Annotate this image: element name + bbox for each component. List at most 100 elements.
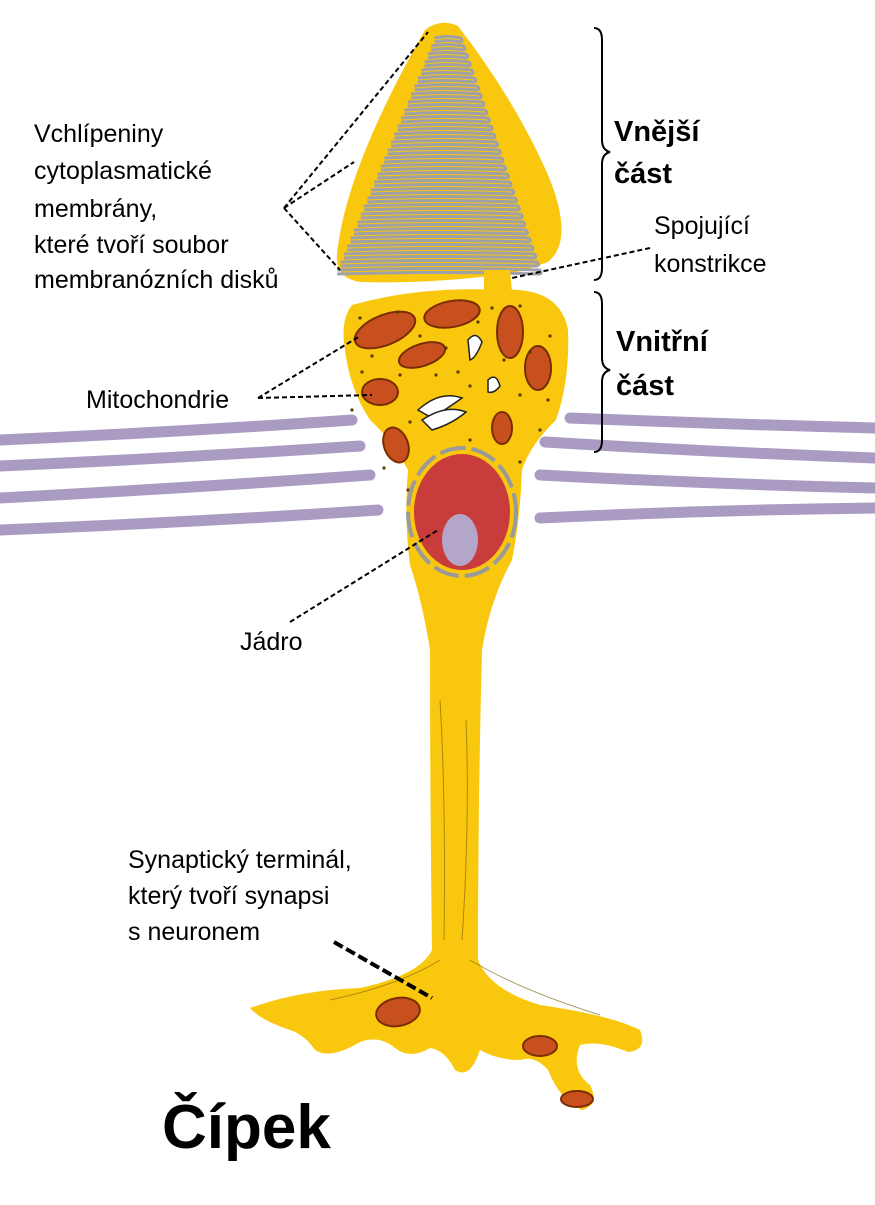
nucleus-label: Jádro <box>240 628 303 656</box>
membrane-disc <box>380 163 508 172</box>
synaptic-label-line1: Synaptický terminál, <box>128 846 352 874</box>
membrane-disc <box>343 251 538 260</box>
mitochondrion <box>560 1090 594 1108</box>
mitochondrion <box>491 411 513 445</box>
fiber-left-3 <box>0 469 376 504</box>
mitochondrion <box>382 426 410 464</box>
leader-lines <box>257 31 651 623</box>
membrane-disc <box>337 267 543 276</box>
membrane-disc <box>387 147 502 156</box>
leader-mito-2 <box>257 394 373 399</box>
membrane-disc <box>434 35 464 44</box>
granule <box>538 428 542 432</box>
invaginations-label-line5: membranózních disků <box>34 266 279 294</box>
granule <box>408 420 412 424</box>
membrane-disc <box>377 171 510 180</box>
leader-synaptic <box>333 940 433 1000</box>
membrane-disc <box>347 243 535 252</box>
connecting-label-line1: Spojující <box>654 212 750 240</box>
golgi-apparatus <box>416 334 501 431</box>
granule <box>476 320 480 324</box>
mitochondrion <box>353 310 417 350</box>
membrane-disc <box>390 139 500 148</box>
granule <box>358 316 362 320</box>
inner-segment-and-axon <box>250 289 643 1111</box>
synaptic-label-line3: s neuronem <box>128 918 261 946</box>
mitochondrion <box>524 345 552 391</box>
granule <box>548 334 552 338</box>
granules <box>350 304 552 492</box>
granule <box>370 354 374 358</box>
membrane-disc <box>417 75 478 84</box>
mitochondrion <box>423 299 481 329</box>
synaptic-label-line2: který tvoří synapsi <box>128 882 330 910</box>
granule <box>350 408 354 412</box>
granule <box>490 306 494 310</box>
fiber-right-3 <box>534 469 875 494</box>
fiber-right-1 <box>564 412 875 434</box>
leader-mito-1 <box>257 335 361 399</box>
fiber-left-4 <box>0 504 384 536</box>
connecting-cilium <box>484 270 512 292</box>
mitochondria-label: Mitochondrie <box>86 386 230 414</box>
mitochondria <box>353 299 594 1108</box>
granule <box>518 304 522 308</box>
granule <box>396 310 400 314</box>
membrane-disc <box>427 51 470 60</box>
invaginations-label-line4: které tvoří soubor <box>34 231 229 259</box>
invaginations-label-line1: Vchlípeniny <box>34 120 164 148</box>
membrane-disc <box>397 123 494 132</box>
granule <box>546 398 550 402</box>
membrane-disc <box>367 195 519 204</box>
membrane-disc <box>340 259 540 268</box>
inner-segment-label-line2: část <box>616 370 675 402</box>
membrane-disc <box>357 219 527 228</box>
leader-nucleus <box>289 529 439 623</box>
mitochondrion <box>496 305 524 359</box>
leader-invagination-bottom <box>283 207 341 271</box>
invaginations-label-line3: membrány, <box>34 195 158 223</box>
granule <box>456 370 460 374</box>
nucleolus <box>442 514 478 566</box>
leader-invagination-mid <box>283 161 355 209</box>
membrane-disc <box>414 83 481 92</box>
outer-segment-label-line1: Vnější <box>614 116 700 148</box>
granule <box>468 384 472 388</box>
fiber-right-2 <box>539 436 875 464</box>
fiber-left-2 <box>0 440 366 472</box>
granule <box>360 370 364 374</box>
membrane-disc <box>360 211 524 220</box>
granule <box>468 438 472 442</box>
diagram-title: Čípek <box>162 1093 331 1162</box>
granule <box>528 350 532 354</box>
mitochondrion <box>375 996 421 1028</box>
mitochondrion <box>522 1035 558 1057</box>
membrane-disc <box>424 59 472 68</box>
membrane-disc <box>374 179 513 188</box>
granule <box>406 488 410 492</box>
outer-segment-brace <box>593 27 611 281</box>
fiber-left-1 <box>0 414 358 446</box>
membrane-disc <box>431 43 467 52</box>
granule <box>398 373 402 377</box>
leader-invagination-top <box>283 31 429 209</box>
nuclear-envelope <box>406 446 518 578</box>
membrane-disc <box>384 155 505 164</box>
membrane-disc <box>364 203 521 212</box>
outer-segment-label-line2: část <box>614 158 673 190</box>
membrane-disc <box>370 187 516 196</box>
granule <box>444 346 448 350</box>
membrane-disc <box>353 227 529 236</box>
membrane-disc <box>350 235 532 244</box>
invaginations-label-line2: cytoplasmatické <box>34 157 212 185</box>
membrane-disc <box>394 131 497 140</box>
granule <box>518 460 522 464</box>
granule <box>382 466 386 470</box>
connecting-label-line2: konstrikce <box>654 250 767 278</box>
nucleus <box>414 454 510 570</box>
membrane-disc <box>421 67 475 76</box>
inner-segment-brace <box>593 291 611 453</box>
neighbor-fibers <box>0 412 875 536</box>
membrane-disc <box>410 91 483 100</box>
